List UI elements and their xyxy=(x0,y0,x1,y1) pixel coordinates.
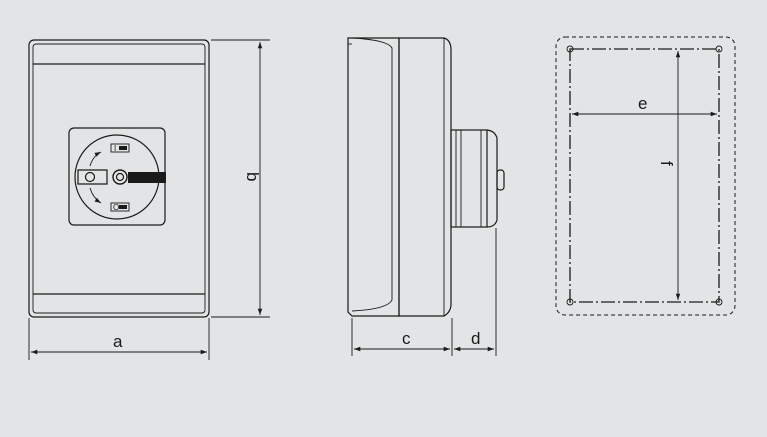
front-housing-inner xyxy=(32,43,206,314)
dimension-e: e xyxy=(572,94,717,117)
dimension-a-label: a xyxy=(113,332,123,351)
position-label-off: O xyxy=(113,203,119,212)
front-view: I O a b xyxy=(28,39,270,360)
side-shaft-collar xyxy=(450,129,488,228)
rotation-arrow-icon xyxy=(89,151,102,204)
position-label-on: I xyxy=(114,144,116,153)
side-knob xyxy=(486,129,498,228)
rotary-handle-icon xyxy=(77,169,166,185)
dimension-c-label: c xyxy=(402,329,411,348)
front-housing-outer xyxy=(28,39,210,318)
dimension-b-label: b xyxy=(243,172,262,181)
dimension-c: c xyxy=(351,318,453,356)
mounting-hole-tr xyxy=(715,45,723,53)
dimension-d-label: d xyxy=(471,329,480,348)
mounting-hole-tl xyxy=(566,45,574,53)
mounting-hole-bl xyxy=(566,298,574,306)
side-view: c d xyxy=(347,37,505,356)
mounting-view: e f xyxy=(555,36,736,316)
mounting-hole-br xyxy=(715,298,723,306)
position-marker-off: O xyxy=(110,202,130,212)
side-body xyxy=(398,37,452,317)
dimension-a: a xyxy=(28,318,210,360)
dimension-e-label: e xyxy=(638,94,647,113)
mounting-hole-pattern xyxy=(569,48,720,303)
mounting-outline xyxy=(555,36,736,316)
dimension-f-label: f xyxy=(657,161,676,166)
dimension-f: f xyxy=(657,51,681,300)
side-front-lip xyxy=(347,37,400,317)
position-marker-on: I xyxy=(110,143,130,153)
dimension-b: b xyxy=(211,39,270,318)
dimension-d: d xyxy=(454,228,497,356)
